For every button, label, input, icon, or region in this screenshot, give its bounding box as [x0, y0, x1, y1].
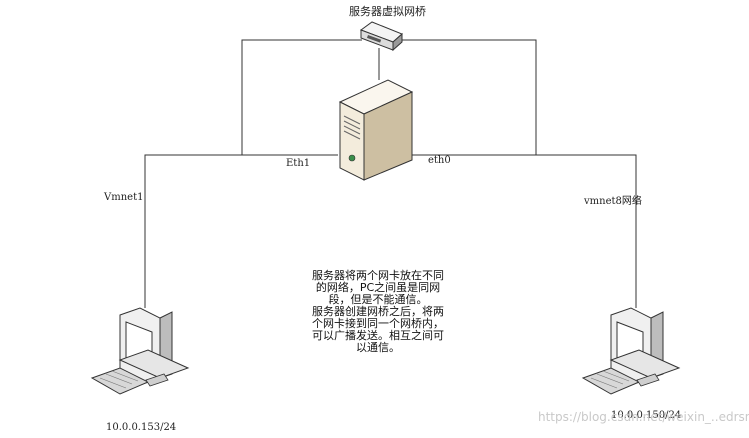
description-text: 服务器将两个网卡放在不同 的网络，PC之间虽是同网 段，但是不能通信。 服务器创…: [304, 270, 452, 354]
network-right-label: vmnet8网络: [584, 196, 642, 207]
network-left-label: Vmnet1: [104, 192, 144, 203]
host-left-ip: 10.0.0.153/24: [106, 422, 177, 433]
description-line: 可以广播发送。相互之间可: [312, 329, 444, 342]
bridge-link-left: [241, 39, 362, 155]
bridge-link-right: [398, 39, 537, 155]
bridge-links: [241, 39, 537, 155]
description-line: 以通信。: [356, 341, 400, 354]
description-line: 的网络，PC之间虽是同网: [315, 281, 441, 294]
description-line: 服务器创建网桥之后，将两: [312, 305, 444, 318]
eth1-link: [144, 154, 338, 308]
eth0-label: eth0: [428, 155, 451, 166]
description-line: 服务器将两个网卡放在不同: [312, 269, 444, 282]
backbone-links: [144, 154, 637, 308]
desktop-computer-icon: [90, 307, 190, 395]
server-tower-icon: [338, 79, 414, 181]
host-right-ip: 10.0.0.150/24: [611, 410, 682, 421]
bridge-title: 服务器虚拟网桥: [349, 5, 426, 18]
description-line: 段，但是不能通信。: [328, 293, 428, 306]
network-switch-icon: [359, 21, 403, 52]
eth0-link: [410, 154, 637, 308]
description-line: 个网卡接到同一个网桥内，: [312, 317, 444, 330]
eth1-label: Eth1: [286, 158, 311, 169]
desktop-computer-icon: [581, 307, 681, 395]
watermark: https://blog.csdn.net/weixin_..edrsnet: [538, 410, 749, 424]
